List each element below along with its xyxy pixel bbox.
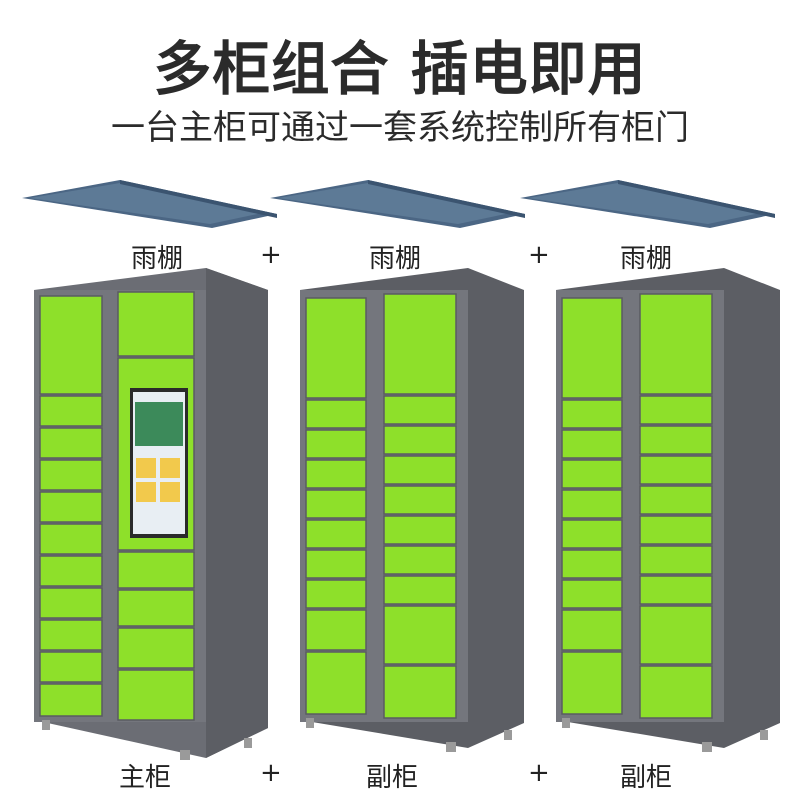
plus-sign-bottom-1: + [260,758,282,788]
canopy-label-2: 雨棚 [368,244,421,274]
sub-cabinet-label-1: 副柜 [365,763,418,793]
sub-cabinet-image-2 [556,268,780,752]
plus-sign-top-1: + [260,240,282,270]
canopy-image-2 [270,180,525,228]
sub-cabinet-label-2: 副柜 [619,763,672,793]
canopy-image-1 [22,180,277,228]
canopy-label-1: 雨棚 [130,244,183,274]
plus-sign-bottom-2: + [528,758,550,788]
canopy-image-3 [520,180,775,228]
plus-sign-top-2: + [528,240,550,270]
main-cabinet-image [34,268,268,760]
sub-cabinet-image-1 [300,268,524,752]
main-cabinet-label: 主柜 [118,763,171,793]
canopy-label-3: 雨棚 [619,244,672,274]
page-title: 多柜组合 插电即用 [153,35,647,103]
page-subtitle: 一台主柜可通过一套系统控制所有柜门 [111,108,689,148]
